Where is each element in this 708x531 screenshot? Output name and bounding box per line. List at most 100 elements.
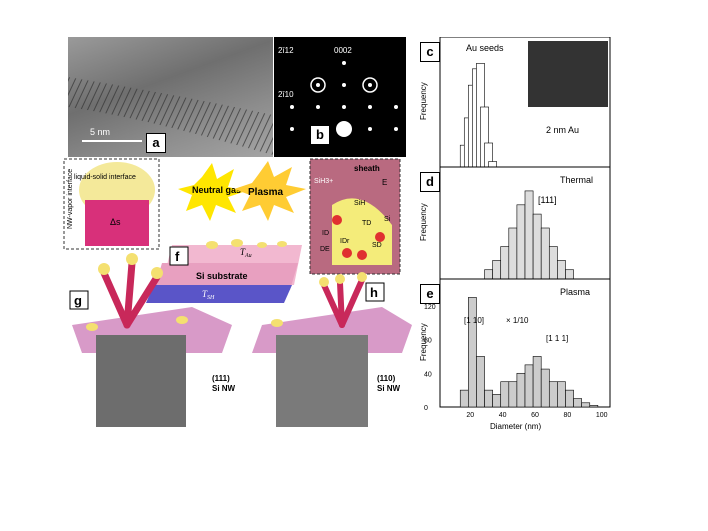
si-label: Si bbox=[384, 216, 391, 223]
orient2-e: [1 1 1] bbox=[546, 334, 568, 343]
orient1-e: [1 10] bbox=[464, 316, 484, 325]
hist-bar-1-0-0 bbox=[484, 269, 493, 280]
hist-bar-2-1-8 bbox=[557, 381, 566, 408]
si-substrate bbox=[154, 263, 298, 290]
hist-bar-2-1-4 bbox=[524, 364, 534, 408]
xtick-e-4: 100 bbox=[596, 412, 608, 419]
hist-bar-2-1-1 bbox=[500, 381, 510, 408]
hist-bar-2-1-9 bbox=[565, 389, 574, 408]
vapor-label: NW-vapor interface bbox=[67, 169, 74, 229]
ytick-e-0: 0 bbox=[424, 405, 428, 412]
panel-label-g bbox=[69, 290, 89, 310]
ds-label: Δs bbox=[110, 217, 121, 227]
hist-bar-2-0-2 bbox=[476, 356, 485, 408]
td-label: TD bbox=[362, 220, 371, 227]
ytick-e-2: 80 bbox=[424, 338, 432, 345]
sem-image-g bbox=[96, 335, 186, 427]
neutral-label: Neutral gas bbox=[192, 185, 241, 195]
neutral-gas-burst bbox=[178, 163, 246, 221]
hist-bar-2-1-2 bbox=[508, 381, 518, 408]
xtick-e-1: 40 bbox=[499, 412, 507, 419]
nw-111-label: (111) bbox=[212, 374, 230, 383]
ylabel-2: Frequency bbox=[420, 323, 428, 361]
hist-bar-2-0-3 bbox=[484, 389, 493, 408]
panel-label-b: b bbox=[310, 125, 330, 145]
ytick-e-1: 40 bbox=[424, 371, 432, 378]
hist-bar-1-0-7 bbox=[540, 227, 550, 280]
en-label: E bbox=[382, 178, 387, 187]
hist-bar-2-1-0 bbox=[492, 394, 502, 408]
svg-text:h: h bbox=[370, 285, 378, 300]
panel-label-c: c bbox=[420, 42, 440, 62]
t-au-label: TAu bbox=[240, 247, 252, 259]
au-seeds-inset bbox=[528, 41, 608, 107]
ytick-e-3: 120 bbox=[424, 304, 436, 311]
panel-label-a: a bbox=[146, 133, 166, 153]
xtick-e-0: 20 bbox=[466, 412, 474, 419]
sh-layer bbox=[146, 285, 292, 303]
hist-bar-2-0-0 bbox=[459, 389, 469, 408]
ylabel-0: Frequency bbox=[420, 82, 428, 120]
hist-bar-1-0-9 bbox=[557, 260, 566, 280]
orient-d: [111] bbox=[538, 195, 557, 205]
sd-label: SD bbox=[372, 242, 382, 249]
scale-note-e: × 1/10 bbox=[506, 316, 529, 325]
hist-bar-2-1-12 bbox=[589, 405, 599, 408]
nw-111-label2: Si NW bbox=[212, 384, 236, 393]
scale-a: 5 nm bbox=[90, 127, 110, 137]
hist-bar-1-0-4 bbox=[516, 204, 526, 280]
hist-bar-1-0-3 bbox=[508, 227, 518, 280]
xlabel-e: Diameter (nm) bbox=[490, 422, 541, 431]
hist-bar-2-1-7 bbox=[548, 381, 558, 408]
plasma-burst bbox=[234, 161, 306, 221]
hist-bar-1-0-8 bbox=[548, 246, 558, 280]
hist-bar-1-0-10 bbox=[565, 269, 574, 280]
panel-label-d: d bbox=[420, 172, 440, 192]
panel-label-e: e bbox=[420, 284, 440, 304]
sem-image-h bbox=[276, 335, 368, 427]
svg-text:f: f bbox=[175, 249, 180, 264]
center-spot bbox=[336, 121, 352, 137]
nw-inset bbox=[85, 200, 149, 246]
title-c: Au seeds bbox=[466, 43, 504, 53]
label-2110: 2ī10 bbox=[278, 90, 294, 99]
growth-schematic: liquid-solid interface NW-vapor interfac… bbox=[63, 158, 412, 427]
label-2112: 2ī12 bbox=[278, 46, 294, 55]
id-label: ID bbox=[322, 230, 329, 237]
sih-label: SiH bbox=[354, 200, 365, 207]
caption-c: 2 nm Au bbox=[546, 125, 579, 135]
hist-bar-2-1-10 bbox=[573, 398, 582, 408]
panel-label-f bbox=[169, 246, 189, 266]
panel-label-h bbox=[365, 282, 385, 302]
hist-bar-1-0-1 bbox=[492, 260, 502, 280]
idr-label: IDr bbox=[340, 238, 350, 245]
hist-bar-0-0-7 bbox=[488, 161, 497, 168]
hist-bar-1-0-2 bbox=[500, 246, 510, 280]
tem-lattice: 5 nm bbox=[68, 77, 273, 155]
diffraction-b: 0002 2ī12 2ī10 b bbox=[274, 37, 406, 157]
t-sh-label: TSH bbox=[202, 289, 215, 301]
nw-110-label2: Si NW bbox=[377, 384, 401, 393]
hist-bar-1-0-5 bbox=[524, 190, 534, 280]
substrate-label: Si substrate bbox=[196, 271, 248, 281]
title-e: Plasma bbox=[560, 287, 590, 297]
hist-bar-2-0-1 bbox=[468, 297, 477, 408]
tem-image-a: 5 nm a bbox=[68, 37, 273, 157]
label-0002: 0002 bbox=[334, 46, 352, 55]
sih3-label: SiH3+ bbox=[314, 178, 333, 185]
plasma-label: Plasma bbox=[248, 187, 283, 198]
liquid-solid-label: liquid-solid interface bbox=[74, 174, 136, 181]
sheath-label: sheath bbox=[354, 164, 380, 173]
hist-bar-2-1-11 bbox=[581, 402, 591, 408]
hist-bar-2-1-5 bbox=[532, 356, 542, 408]
hist-bar-2-1-6 bbox=[540, 368, 550, 408]
hist-bar-2-1-3 bbox=[516, 372, 526, 408]
hist-bar-1-0-6 bbox=[532, 213, 542, 280]
svg-text:g: g bbox=[74, 293, 82, 308]
de-label: DE bbox=[320, 246, 330, 253]
title-d: Thermal bbox=[560, 175, 593, 185]
nw-110-label: (110) bbox=[377, 374, 396, 383]
xtick-e-3: 80 bbox=[564, 412, 572, 419]
